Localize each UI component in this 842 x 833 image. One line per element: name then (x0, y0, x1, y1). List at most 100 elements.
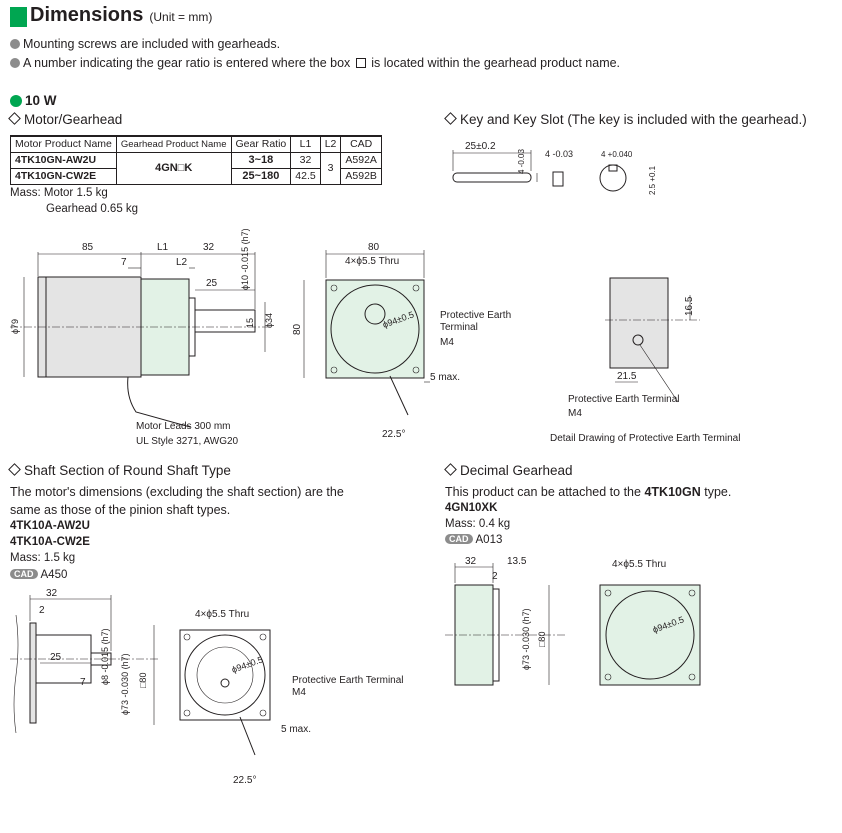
header-accent-square (10, 7, 27, 27)
cad-badge: CAD (10, 569, 38, 579)
dim-sq80: □80 (138, 673, 148, 688)
dim-13-5: 13.5 (507, 556, 527, 567)
front-square (179, 629, 271, 721)
mount-hole (330, 284, 338, 292)
bullet-icon (10, 58, 20, 68)
green-dot-icon (10, 95, 22, 107)
key-outline (452, 172, 532, 183)
mount-hole (412, 284, 420, 292)
detail-pe-label: Protective Earth Terminal (568, 394, 680, 405)
dim-2: 2 (492, 571, 498, 582)
key-end-view (552, 171, 564, 187)
dim-height-80: 80 (292, 323, 303, 335)
title-text: Dimensions (30, 4, 144, 26)
leads-style-label: UL Style 3271, AWG20 (136, 436, 239, 447)
section-key-slot: Key and Key Slot (The key is included wi… (443, 112, 807, 127)
mass-gearhead: Gearhead 0.65 kg (46, 203, 139, 215)
key-length-dim: 25±0.2 (465, 141, 496, 152)
mount-hole (183, 633, 191, 641)
dim-width-80: 80 (368, 242, 380, 253)
m4-label: M4 (440, 337, 454, 348)
dim-21-5: 21.5 (617, 371, 637, 382)
section-decimal: Decimal Gearhead (443, 463, 573, 478)
leads-label: Motor Leads 300 mm (136, 421, 231, 432)
front-circle (330, 284, 420, 374)
dim-25: 25 (50, 652, 62, 663)
table-row: 4TK10GN-CW2E 25~180 42.5 A592B (10, 167, 382, 185)
mount-hole (183, 709, 191, 717)
power-rating: 10 W (10, 93, 57, 108)
shaft-model-2: 4TK10A-CW2E (10, 536, 90, 548)
mass-motor: Mass: Motor 1.5 kg (10, 187, 108, 199)
shaft-desc-2: same as those of the pinion shaft types. (10, 503, 231, 517)
bullet-icon (10, 39, 20, 49)
angle-label: 22.5° (233, 775, 256, 786)
detail-caption: Detail Drawing of Protective Earth Termi… (550, 433, 740, 444)
section-shaft: Shaft Section of Round Shaft Type (7, 463, 231, 478)
section-motor-gearhead: Motor/Gearhead (7, 112, 122, 127)
motor-leads (127, 376, 191, 428)
dim-l2: L2 (176, 257, 188, 268)
mount-hole (688, 673, 696, 681)
decimal-mass: Mass: 0.4 kg (445, 518, 511, 530)
dim-shaft-dia: ϕ10 -0.015 (h7) (240, 228, 250, 290)
dim-sq80: □80 (537, 632, 547, 647)
decimal-model: 4GN10XK (445, 502, 498, 514)
table-header-row: Motor Product Name Gearhead Product Name… (10, 135, 382, 153)
table-row: 4TK10GN-AW2U 4GN□K 3~18 32 3 A592A (10, 151, 382, 185)
pe-label: Protective Earth Terminal (292, 675, 404, 686)
mount-hole (604, 589, 612, 597)
shaft-desc-1: The motor's dimensions (excluding the sh… (10, 485, 344, 499)
front-leads (389, 375, 409, 416)
mount-hole (604, 673, 612, 681)
front-square-flange (325, 279, 425, 379)
pcd-label: ϕ94±0.5 (230, 654, 264, 675)
dim-79: ϕ79 (10, 319, 20, 334)
mount-hole (330, 366, 338, 374)
output-shaft (194, 309, 256, 333)
dim-7: 7 (80, 677, 86, 688)
diamond-icon (8, 112, 21, 125)
holes-label: 4×ϕ5.5 Thru (345, 256, 399, 267)
page-title: Dimensions (Unit = mm) (30, 4, 212, 27)
dim-shaft-dia: ϕ8 -0.015 (h7) (100, 628, 110, 685)
cad-badge: CAD (445, 534, 473, 544)
dim-7: 7 (121, 257, 127, 268)
note-mounting: Mounting screws are included with gearhe… (10, 37, 280, 51)
mount-hole (259, 633, 267, 641)
dim-16-5: 16.5 (684, 296, 695, 316)
mount-hole (412, 366, 420, 374)
key-slot-drawing: 25±0.2 4 -0.03 4 -0.03 4 +0.040 2.5 +0.1 (452, 141, 657, 195)
max5-label: 5 max. (430, 372, 460, 383)
shaft-section-circle (599, 164, 627, 192)
holes-label: 4×ϕ5.5 Thru (195, 609, 249, 620)
key-height-dim: 4 -0.03 (517, 149, 526, 174)
detail-m4-label: M4 (568, 408, 582, 419)
shaft-mass: Mass: 1.5 kg (10, 552, 76, 564)
diamond-icon (444, 112, 457, 125)
dim-l1: L1 (157, 242, 169, 253)
pe-terminal-icon (632, 334, 644, 346)
holes-label: 4×ϕ5.5 Thru (612, 559, 666, 570)
note-ratio: A number indicating the gear ratio is en… (10, 56, 620, 70)
diamond-icon (444, 463, 457, 476)
m4-label: M4 (292, 687, 306, 698)
spec-table: Motor Product Name Gearhead Product Name… (10, 135, 382, 185)
dim-15: 15 (245, 318, 255, 328)
dim-34: ϕ34 (264, 313, 274, 328)
motor-front-view: 80 4×ϕ5.5 Thru ϕ94±0.5 80 Protective Ear… (292, 242, 511, 440)
box-symbol-icon (355, 58, 366, 68)
pe-label: Protective Earth (440, 310, 511, 321)
dim-32: 32 (465, 556, 477, 567)
slot-width-dim: 4 +0.040 (601, 150, 633, 159)
unit-text: (Unit = mm) (149, 10, 213, 24)
dim-85: 85 (82, 242, 94, 253)
max5-label: 5 max. (281, 724, 311, 735)
dim-73: ϕ73 -0.030 (h7) (120, 653, 130, 715)
slot-depth-dim: 2.5 +0.1 (648, 165, 657, 195)
dim-32: 32 (46, 588, 58, 599)
dim-73: ϕ73 -0.030 (h7) (521, 608, 531, 670)
decimal-side-view: 32 13.5 2 ϕ73 -0.030 (h7) □80 (445, 556, 565, 686)
motor-side-view: 85 L1 32 7 L2 25 ϕ10 -0.015 (h7) 15 ϕ34 … (10, 228, 274, 447)
